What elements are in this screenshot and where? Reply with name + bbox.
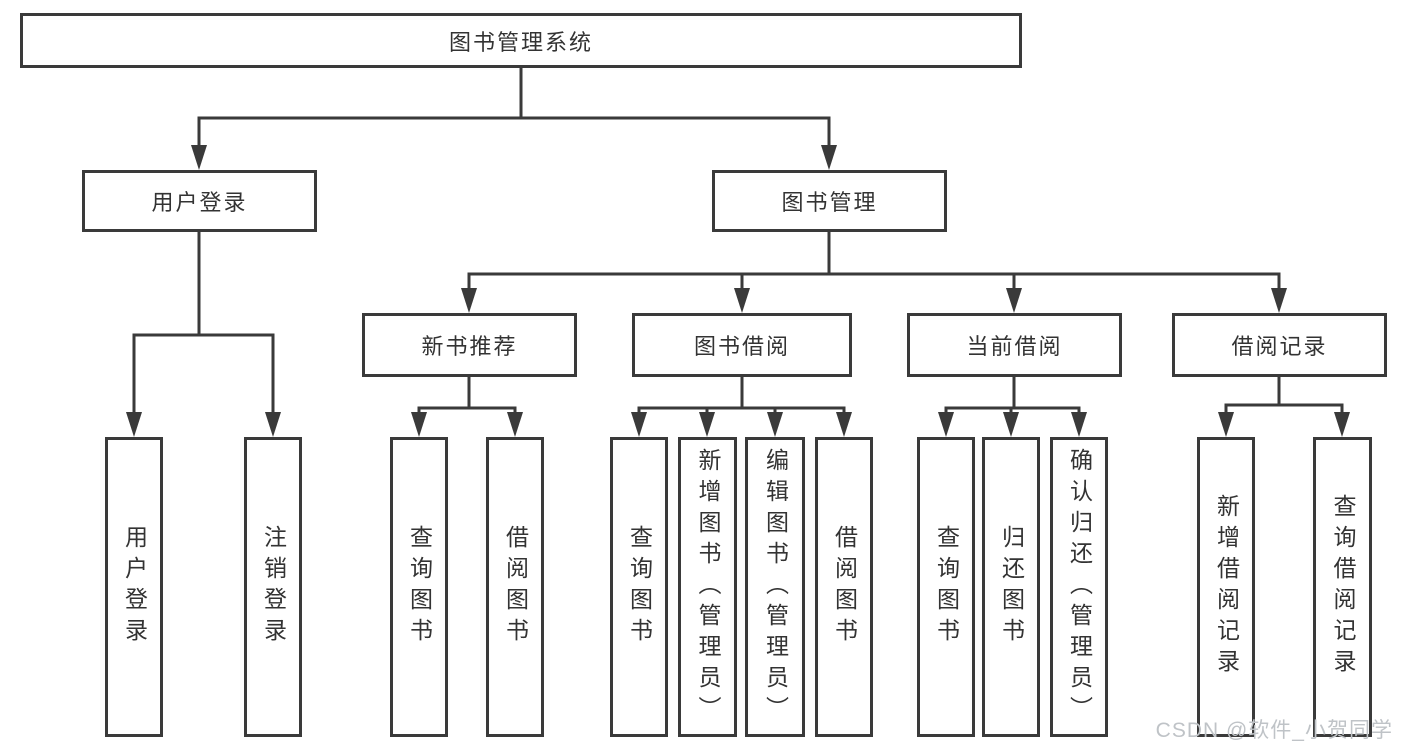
node-label: 用户登录 (151, 190, 248, 215)
arrowhead-icon (191, 145, 207, 170)
node-edit-books-admin: 编辑图书（管理员） (745, 437, 805, 737)
node-return-books: 归还图书 (982, 437, 1040, 737)
arrowhead-icon (734, 288, 750, 313)
arrowhead-icon (507, 412, 523, 437)
node-library-management-system: 图书管理系统 (20, 13, 1022, 68)
arrowhead-icon (1271, 288, 1287, 313)
arrowhead-icon (821, 145, 837, 170)
node-label: 归还图书 (998, 525, 1025, 649)
node-label: 用户登录 (121, 525, 148, 649)
node-query-borrowing-record: 查询借阅记录 (1313, 437, 1372, 737)
node-label: 当前借阅 (966, 334, 1063, 359)
node-label: 查询借阅记录 (1330, 494, 1356, 680)
arrowhead-icon (767, 412, 783, 437)
node-query-books-recommend: 查询图书 (390, 437, 448, 737)
node-label: 确认归还（管理员） (1066, 447, 1093, 727)
node-borrowing-records: 借阅记录 (1172, 313, 1387, 377)
node-user-login-action: 用户登录 (105, 437, 163, 737)
node-current-borrowing: 当前借阅 (907, 313, 1122, 377)
node-user-login: 用户登录 (82, 170, 317, 232)
node-label: 查询图书 (626, 525, 653, 649)
node-label: 新增借阅记录 (1213, 494, 1240, 680)
node-new-book-recommendation: 新书推荐 (362, 313, 577, 377)
node-book-management: 图书管理 (712, 170, 947, 232)
arrowhead-icon (411, 412, 427, 437)
arrowhead-icon (1006, 288, 1022, 313)
arrowhead-icon (1003, 412, 1019, 437)
node-confirm-return-admin: 确认归还（管理员） (1050, 437, 1108, 737)
node-add-borrowing-record: 新增借阅记录 (1197, 437, 1255, 737)
arrowhead-icon (265, 412, 281, 437)
arrowhead-icon (461, 288, 477, 313)
node-borrow-books-recommend: 借阅图书 (486, 437, 544, 737)
arrowhead-icon (1218, 412, 1234, 437)
node-label: 图书借阅 (693, 334, 790, 359)
node-book-borrowing: 图书借阅 (632, 313, 852, 377)
node-label: 借阅记录 (1231, 334, 1328, 359)
arrowhead-icon (631, 412, 647, 437)
node-borrow-books-borrow: 借阅图书 (815, 437, 873, 737)
node-label: 借阅图书 (831, 525, 858, 649)
node-label: 新增图书（管理员） (695, 447, 721, 727)
arrowhead-icon (126, 412, 142, 437)
arrowhead-icon (1334, 412, 1350, 437)
arrowhead-icon (836, 412, 852, 437)
node-label: 查询图书 (406, 525, 433, 649)
arrowhead-icon (699, 412, 715, 437)
node-label: 查询图书 (933, 525, 960, 649)
node-label: 编辑图书（管理员） (762, 447, 789, 727)
watermark: CSDN @软件_小贺同学 (1155, 719, 1393, 742)
node-add-books-admin: 新增图书（管理员） (678, 437, 737, 737)
node-label: 图书管理系统 (448, 29, 593, 55)
node-query-books-borrow: 查询图书 (610, 437, 668, 737)
node-label: 注销登录 (260, 525, 287, 649)
node-label: 新书推荐 (421, 334, 518, 359)
node-logout-action: 注销登录 (244, 437, 302, 737)
node-label: 借阅图书 (502, 525, 529, 649)
arrowhead-icon (1071, 412, 1087, 437)
arrowhead-icon (938, 412, 954, 437)
node-query-books-current: 查询图书 (917, 437, 975, 737)
node-label: 图书管理 (781, 190, 878, 215)
